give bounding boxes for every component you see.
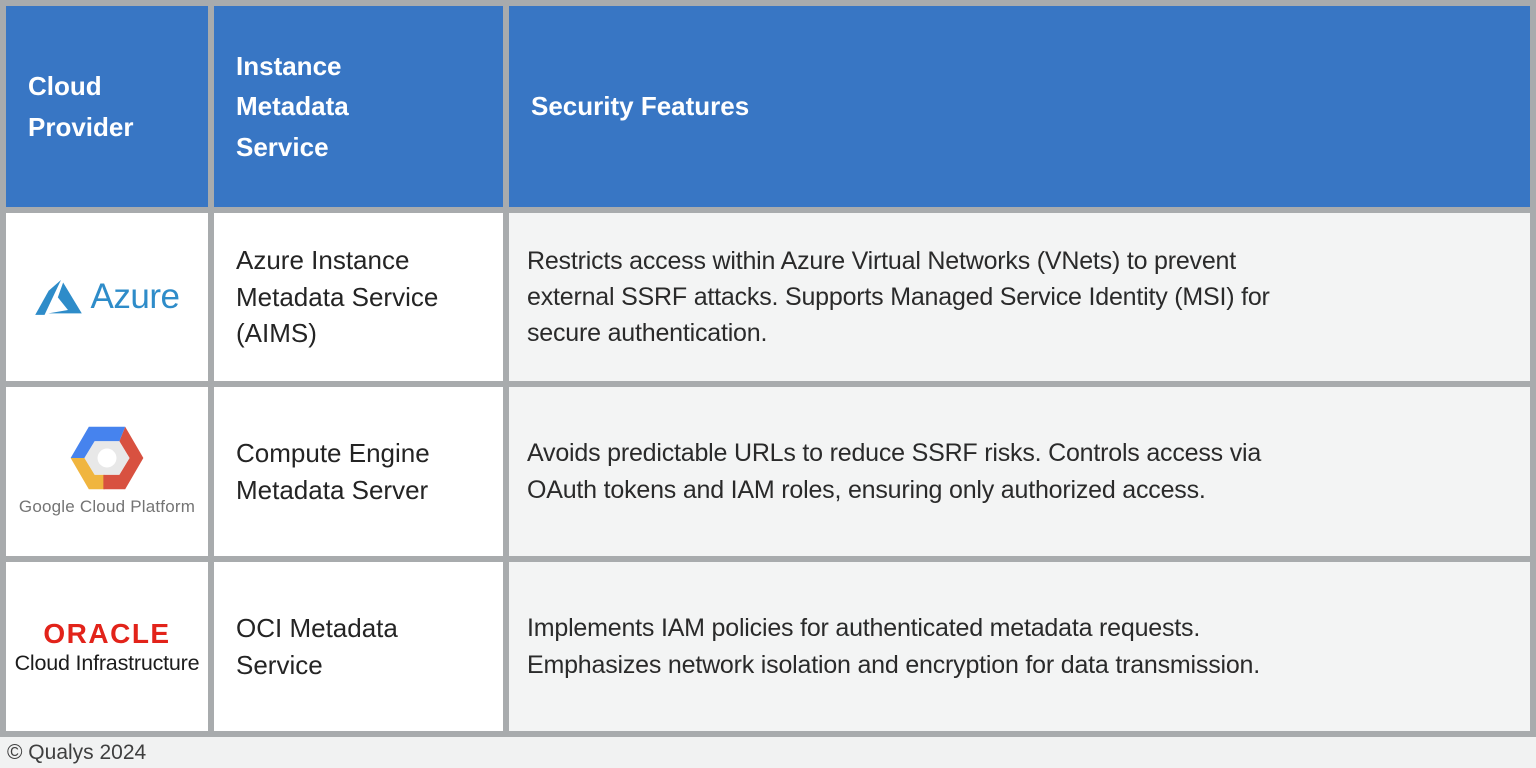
cell-oracle-security: Implements IAM policies for authenticate… xyxy=(509,562,1530,731)
azure-wordmark: Azure xyxy=(90,277,180,316)
header-instance-metadata-service-label: Instance Metadata Service xyxy=(236,51,349,162)
gcp-logo: Google Cloud Platform xyxy=(19,426,195,517)
cell-azure-logo: Azure xyxy=(6,213,208,381)
oracle-service-text: OCI Metadata Service xyxy=(236,612,398,680)
oracle-cloud-infrastructure-label: Cloud Infrastructure xyxy=(14,650,200,675)
azure-logo: Azure xyxy=(34,277,180,317)
header-security-features: Security Features xyxy=(509,6,1530,207)
gcp-security-text: Avoids predictable URLs to reduce SSRF r… xyxy=(527,439,1262,504)
cloud-metadata-comparison-table: Cloud Provider Instance Metadata Service… xyxy=(0,0,1536,737)
footer: © Qualys 2024 xyxy=(0,737,1536,768)
azure-security-text: Restricts access within Azure Virtual Ne… xyxy=(527,246,1270,348)
cell-gcp-security: Avoids predictable URLs to reduce SSRF r… xyxy=(509,387,1530,556)
oracle-logo: ORACLE Cloud Infrastructure xyxy=(15,618,200,676)
cell-gcp-logo: Google Cloud Platform xyxy=(6,387,208,556)
oracle-wordmark: ORACLE xyxy=(43,617,171,649)
cell-oracle-service: OCI Metadata Service xyxy=(214,562,503,731)
azure-service-text: Azure Instance Metadata Service (AIMS) xyxy=(236,244,439,349)
header-cloud-provider: Cloud Provider xyxy=(6,6,208,207)
header-security-features-label: Security Features xyxy=(531,91,750,122)
cell-oracle-logo: ORACLE Cloud Infrastructure xyxy=(6,562,208,731)
cell-gcp-service: Compute Engine Metadata Server xyxy=(214,387,503,556)
header-cloud-provider-label: Cloud Provider xyxy=(28,71,134,142)
copyright-text: © Qualys 2024 xyxy=(7,740,147,764)
cell-azure-security: Restricts access within Azure Virtual Ne… xyxy=(509,213,1530,381)
gcp-hexagon-icon xyxy=(70,426,144,490)
gcp-wordmark: Google Cloud Platform xyxy=(18,497,196,516)
oracle-security-text: Implements IAM policies for authenticate… xyxy=(527,614,1261,679)
azure-icon xyxy=(34,279,82,315)
header-instance-metadata-service: Instance Metadata Service xyxy=(214,6,503,207)
cell-azure-service: Azure Instance Metadata Service (AIMS) xyxy=(214,213,503,381)
gcp-service-text: Compute Engine Metadata Server xyxy=(236,437,430,505)
